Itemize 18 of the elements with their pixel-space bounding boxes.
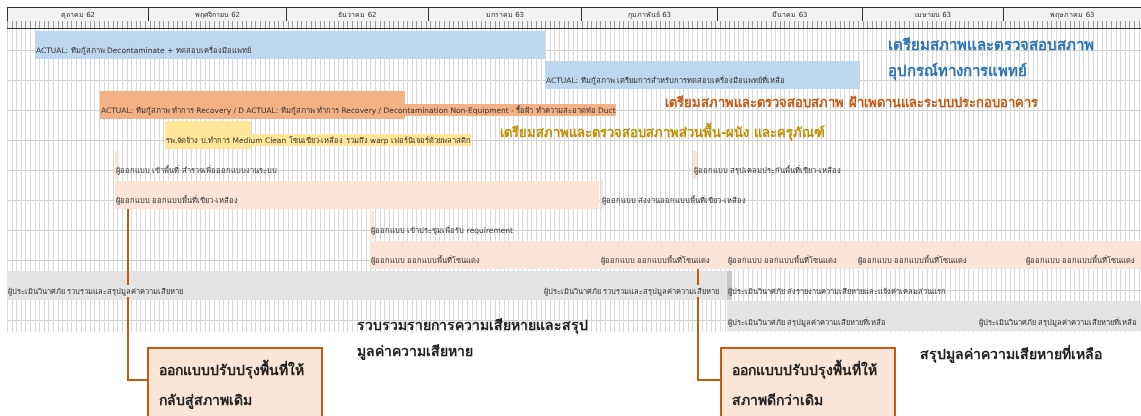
task-bar	[545, 61, 860, 89]
task-bar	[115, 181, 599, 209]
phase-title: เตรียมสภาพและตรวจสอบสภาพส่วนพื้น-ผนัง และครุภัณฑ์	[500, 120, 1060, 146]
task-bar	[370, 241, 600, 269]
leader-line	[697, 268, 721, 381]
task-bar	[35, 31, 545, 59]
task-bar	[1025, 241, 1141, 269]
phase-title: เตรียมสภาพและตรวจสอบสภาพ ฝ้าเพดานและระบบประกอบอาคาร	[665, 94, 1039, 112]
phase-title: เตรียมสภาพและตรวจสอบสภาพอุปกรณ์ทางการแพทย์	[888, 35, 1095, 83]
leader-line	[127, 208, 148, 381]
phase-title: รวบรวมรายการความเสียหายและสรุปมูลค่าความเสียหาย	[357, 316, 589, 362]
task-bar	[7, 271, 543, 300]
callout-box: ออกแบบปรับปรุงพื้นที่ให้สภาพดีกว่าเดิม	[720, 347, 896, 416]
callout-box: ออกแบบปรับปรุงพื้นที่ให้กลับสู่สภาพเดิม	[147, 347, 323, 416]
task-bar	[727, 301, 978, 331]
phase-title: สรุปมูลค่าความเสียหายที่เหลือ	[920, 343, 1103, 365]
task-bar	[543, 271, 727, 300]
task-bar	[978, 301, 1141, 331]
